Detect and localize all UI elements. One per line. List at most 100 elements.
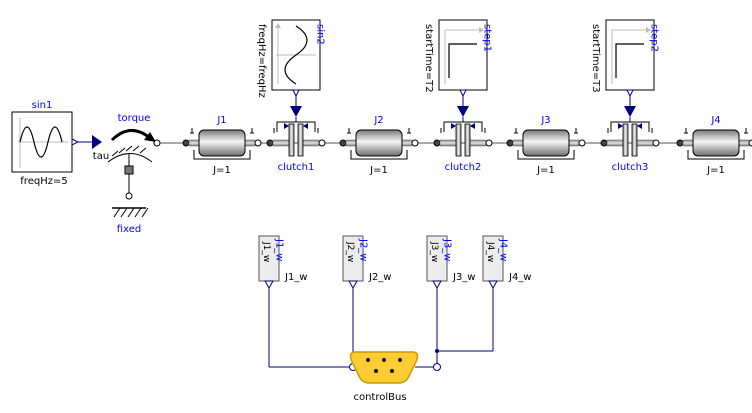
fixed-port-icon[interactable] <box>125 192 133 200</box>
sine-icon <box>284 25 308 85</box>
flange-a-icon[interactable] <box>339 139 347 147</box>
input-port-icon[interactable] <box>624 106 636 117</box>
flange-b-icon[interactable] <box>578 139 586 147</box>
flange-a-icon[interactable] <box>506 139 514 147</box>
inertia-icon <box>692 129 740 157</box>
step1-block[interactable] <box>438 19 488 106</box>
clutch-plate-icon <box>464 123 471 157</box>
sin1-block[interactable] <box>11 111 80 173</box>
output-port-icon[interactable] <box>348 280 358 290</box>
sin2-block[interactable] <box>271 19 321 106</box>
fixed-name: fixed <box>117 224 141 235</box>
inertia-J4[interactable] <box>676 128 752 160</box>
flange-b-icon[interactable] <box>652 139 660 147</box>
inertia-param: J=1 <box>706 165 725 176</box>
bus-output-inner: J2_w <box>345 241 355 262</box>
inertia-param: J=1 <box>536 165 555 176</box>
bus-junction <box>433 363 441 371</box>
clutch-clutch1[interactable] <box>266 106 326 157</box>
inertia-J3[interactable] <box>506 128 586 160</box>
arrowhead-icon <box>144 132 156 142</box>
inertia-icon <box>198 129 246 157</box>
flange-b-icon[interactable] <box>485 139 493 147</box>
flange-a-icon[interactable] <box>600 139 608 147</box>
sine-icon <box>19 126 63 158</box>
flange-b-icon[interactable] <box>254 139 262 147</box>
inertia-param: J=1 <box>369 165 388 176</box>
bus-output-name: J4_w <box>498 238 509 262</box>
output-port-icon[interactable] <box>292 89 300 98</box>
output-port-icon[interactable] <box>432 280 442 290</box>
clutch-plate-icon <box>622 123 629 157</box>
inertia-name: J2 <box>373 115 383 126</box>
clutch-plate-icon <box>288 123 295 157</box>
sin2-param: freqHz=freqHz <box>256 24 267 98</box>
inertia-J1[interactable] <box>182 128 262 160</box>
bus-output-inner: J3_w <box>429 241 439 262</box>
input-port-icon[interactable] <box>92 135 102 149</box>
clutch-name: clutch1 <box>278 162 315 173</box>
fixed-block[interactable] <box>112 174 149 218</box>
support-arc-icon <box>107 153 153 163</box>
torque-name: torque <box>118 113 151 124</box>
control-bus-icon[interactable] <box>349 351 419 384</box>
bus-output-name: J3_w <box>442 238 453 262</box>
bus-output-J1_w[interactable] <box>258 235 280 290</box>
inertia-param: J=1 <box>212 165 231 176</box>
bus-output-label: J4_w <box>508 272 532 283</box>
inertia-name: J1 <box>216 115 226 126</box>
output-port-icon[interactable] <box>626 89 634 98</box>
flange-b-icon[interactable] <box>318 139 326 147</box>
sin1-param: freqHz=5 <box>20 176 67 187</box>
bus-output-inner: J1_w <box>261 241 271 262</box>
step-icon <box>615 43 644 78</box>
bus-output-name: J1_w <box>274 238 285 262</box>
bus-output-J3_w[interactable] <box>426 235 448 290</box>
input-port-icon[interactable] <box>457 106 469 117</box>
clutch-plate-icon <box>297 123 304 157</box>
step2-block[interactable] <box>605 19 655 106</box>
bus-output-inner: J4_w <box>485 241 495 262</box>
support-port-icon[interactable] <box>124 165 134 175</box>
step2-name: step2 <box>649 24 660 52</box>
bus-output-J4_w[interactable] <box>482 235 504 290</box>
clutch-name: clutch3 <box>612 162 649 173</box>
inertia-J2[interactable] <box>339 128 419 160</box>
clutch-clutch3[interactable] <box>600 106 660 157</box>
bus-output-label: J1_w <box>284 272 308 283</box>
control-bus-label: controlBus <box>353 392 406 403</box>
flange-a-icon[interactable] <box>266 139 274 147</box>
bus-junction <box>435 349 439 353</box>
inertia-icon <box>522 129 570 157</box>
torque-port-label: tau <box>93 151 109 162</box>
torque-arrow-icon <box>110 129 151 142</box>
clutch-plate-icon <box>631 123 638 157</box>
clutch-plate-icon <box>455 123 462 157</box>
torque-block[interactable] <box>92 129 161 175</box>
step2-param: startTime=T3 <box>590 24 601 93</box>
clutch-name: clutch2 <box>445 162 482 173</box>
sin2-name: sin2 <box>315 24 326 45</box>
flange-port-icon[interactable] <box>153 139 161 147</box>
flange-a-icon[interactable] <box>676 139 684 147</box>
clutch-clutch2[interactable] <box>433 106 493 157</box>
flange-a-icon[interactable] <box>182 139 190 147</box>
bus-output-label: J2_w <box>368 272 392 283</box>
inertia-icon <box>355 129 403 157</box>
flange-b-icon[interactable] <box>748 139 752 147</box>
output-port-icon[interactable] <box>488 280 498 290</box>
step1-name: step1 <box>482 24 493 52</box>
inertia-name: J4 <box>710 115 720 126</box>
flange-b-icon[interactable] <box>411 139 419 147</box>
output-port-icon[interactable] <box>459 89 467 98</box>
step1-param: startTime=T2 <box>423 24 434 93</box>
flange-a-icon[interactable] <box>433 139 441 147</box>
input-port-icon[interactable] <box>290 106 302 117</box>
bus-output-label: J3_w <box>452 272 476 283</box>
bus-output-name: J2_w <box>358 238 369 262</box>
output-port-icon[interactable] <box>71 138 80 146</box>
bus-output-J2_w[interactable] <box>342 235 364 290</box>
output-port-icon[interactable] <box>264 280 274 290</box>
